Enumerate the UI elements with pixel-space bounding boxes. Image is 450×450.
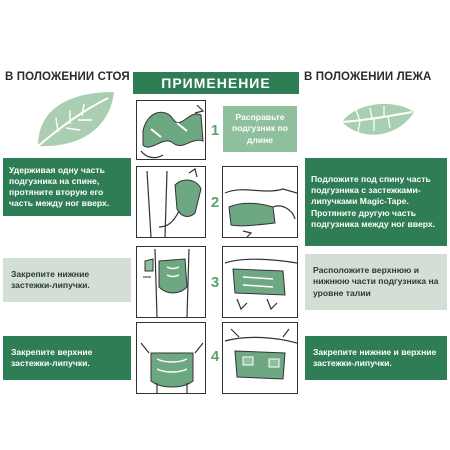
step2-standing-illustration <box>136 166 206 238</box>
leaf-icon <box>37 92 114 147</box>
step-number: 2 <box>210 194 220 211</box>
step1-right-text: Расправьте подгузник по длине <box>223 106 297 152</box>
step2-right-text: Подложите под спину часть подгузника с з… <box>305 158 447 246</box>
header-lying: В ПОЛОЖЕНИИ ЛЕЖА <box>304 71 432 83</box>
step3-right-text: Расположите верхнюю и нижнюю части подгу… <box>305 254 447 310</box>
step3-standing-illustration <box>136 246 206 318</box>
step1-illustration <box>136 100 206 160</box>
step3-lying-illustration <box>222 246 298 318</box>
step-number: 3 <box>210 274 220 291</box>
step2-lying-illustration <box>222 166 298 238</box>
page-title: ПРИМЕНЕНИЕ <box>133 72 299 94</box>
step4-lying-illustration <box>222 322 298 394</box>
header-standing: В ПОЛОЖЕНИИ СТОЯ <box>5 71 130 83</box>
step-number: 4 <box>210 348 220 365</box>
step4-right-text: Закрепите нижние и верхние застежки-липу… <box>305 336 447 380</box>
leaf-icon <box>341 103 414 135</box>
step4-left-text: Закрепите верхние застежки-липучки. <box>3 336 131 380</box>
step4-standing-illustration <box>136 322 206 394</box>
step2-left-text: Удерживая одну часть подгузника на спине… <box>3 158 131 216</box>
step3-left-text: Закрепите нижние застежки-липучки. <box>3 258 131 302</box>
step-number: 1 <box>210 122 220 139</box>
